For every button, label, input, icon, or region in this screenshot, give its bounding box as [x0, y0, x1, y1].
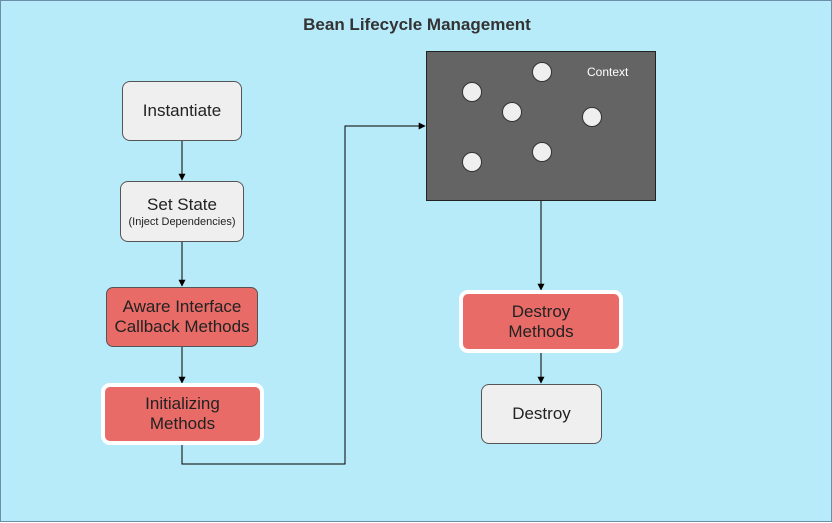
- set-state-node: Set State (Inject Dependencies): [120, 181, 244, 242]
- arrow-init-to-context: [181, 122, 426, 465]
- context-container: Context: [426, 51, 656, 201]
- bean-circle: [582, 107, 602, 127]
- context-label: Context: [587, 65, 629, 79]
- set-state-sublabel: (Inject Dependencies): [128, 215, 236, 228]
- bean-circle: [532, 62, 552, 82]
- set-state-label: Set State: [147, 194, 217, 214]
- diagram-title: Bean Lifecycle Management: [303, 15, 531, 34]
- aware-label-line2: Callback Methods: [114, 317, 250, 336]
- aware-label-line1: Aware Interface: [122, 297, 242, 316]
- instantiate-label: Instantiate: [142, 101, 222, 120]
- bean-circle: [532, 142, 552, 162]
- bean-circle: [462, 82, 482, 102]
- destroy-methods-label-line2: Methods: [508, 321, 574, 341]
- bean-circle: [502, 102, 522, 122]
- destroy-node: Destroy: [481, 384, 602, 444]
- destroy-methods-node: Destroy Methods: [459, 290, 623, 353]
- init-label-line2: Methods: [149, 414, 216, 433]
- destroy-methods-label-line1: Destroy: [511, 301, 571, 321]
- bean-circle: [462, 152, 482, 172]
- aware-interface-node: Aware Interface Callback Methods: [106, 287, 258, 347]
- instantiate-node: Instantiate: [122, 81, 242, 141]
- destroy-label: Destroy: [512, 404, 571, 423]
- initializing-methods-node: Initializing Methods: [101, 383, 264, 445]
- init-label-line1: Initializing: [145, 394, 220, 413]
